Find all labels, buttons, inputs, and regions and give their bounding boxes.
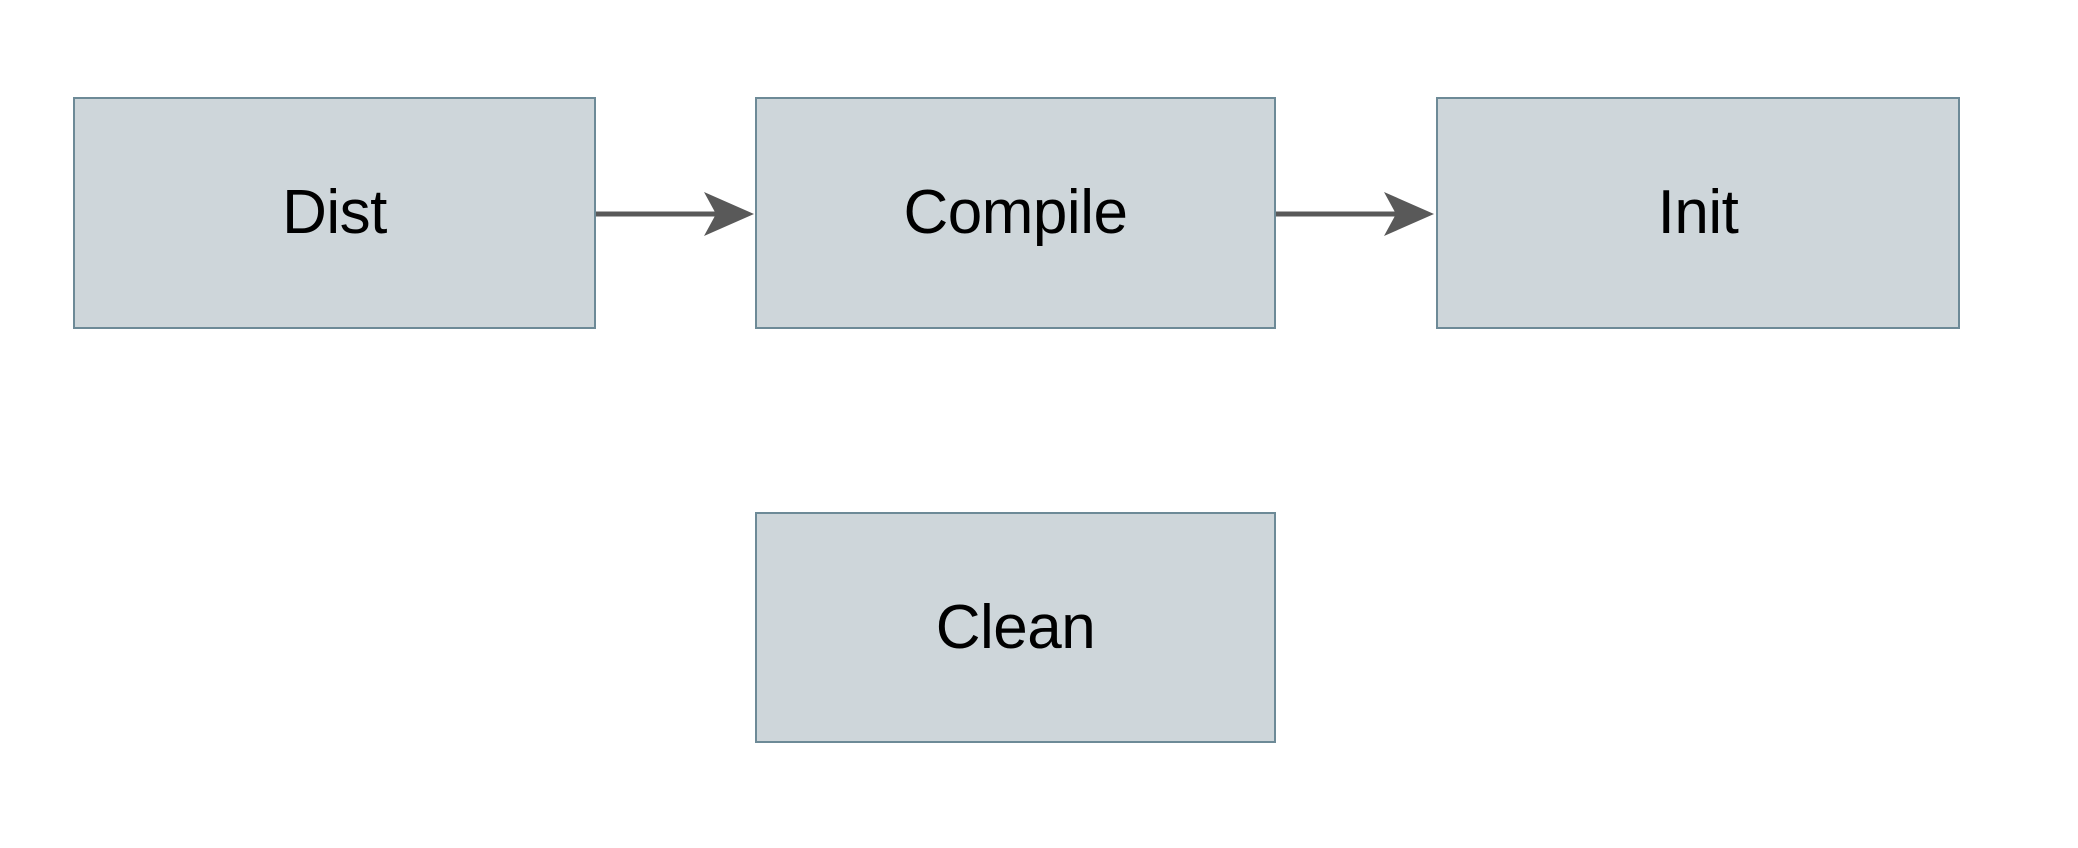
arrowhead-icon — [704, 192, 754, 236]
node-dist[interactable]: Dist — [73, 97, 596, 329]
node-label-init: Init — [1657, 178, 1739, 247]
edge-dist-to-compile[interactable] — [596, 192, 754, 236]
edge-compile-to-init[interactable] — [1276, 192, 1434, 236]
node-label-dist: Dist — [282, 178, 387, 247]
node-compile[interactable]: Compile — [755, 97, 1276, 329]
node-label-compile: Compile — [903, 178, 1128, 247]
node-clean[interactable]: Clean — [755, 512, 1276, 743]
node-label-clean: Clean — [935, 592, 1096, 662]
node-init[interactable]: Init — [1436, 97, 1960, 329]
arrowhead-icon — [1384, 192, 1434, 236]
